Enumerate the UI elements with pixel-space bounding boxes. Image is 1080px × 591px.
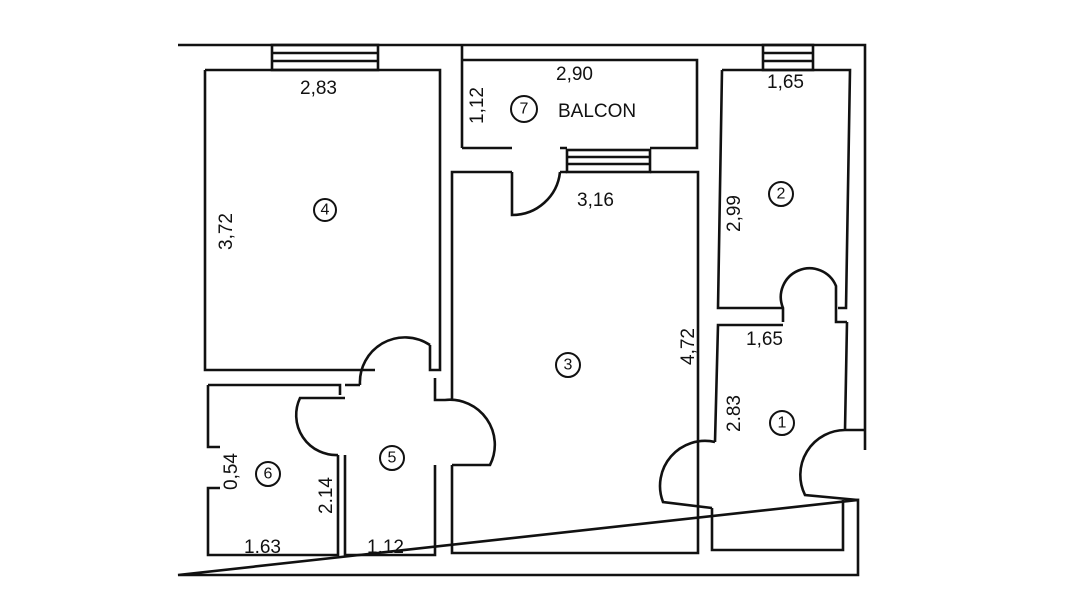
- balcony-number: 7: [520, 101, 529, 118]
- room-3-length: 4,72: [678, 328, 699, 365]
- room-3-marker: [555, 352, 581, 378]
- room-1-width: 1,65: [746, 329, 783, 350]
- room-1-walls: [710, 321, 849, 552]
- window-room-4: [270, 43, 380, 72]
- room-6-width: 1.63: [244, 537, 281, 558]
- room-2-length: 2,99: [724, 195, 745, 232]
- room-1-length: 2.83: [724, 395, 745, 432]
- room-5-width: 1.12: [367, 537, 404, 558]
- room-3-width: 3,16: [577, 190, 614, 211]
- window-room-2: [761, 43, 815, 72]
- room-4-length: 3,72: [216, 213, 237, 250]
- room-5-length: 2.14: [316, 477, 337, 514]
- room-6-marker: [255, 461, 281, 487]
- outer-wall: [177, 43, 867, 577]
- door-entrance[interactable]: [799, 428, 865, 502]
- room-1-number: 1: [778, 415, 787, 432]
- room-6-length: 0,54: [221, 453, 242, 490]
- room-4-marker: [313, 198, 337, 222]
- balcony-width: 2,90: [556, 64, 593, 85]
- balcony-label: BALCON: [558, 101, 636, 122]
- window-room-3: [565, 148, 652, 174]
- room-3-number: 3: [564, 357, 573, 374]
- room-4-number: 4: [321, 202, 330, 219]
- door-room-3[interactable]: [510, 171, 562, 217]
- door-room-2[interactable]: [779, 267, 847, 324]
- balcony-depth: 1,12: [467, 87, 488, 124]
- room-2-number: 2: [777, 186, 786, 203]
- room-2-marker: [768, 181, 794, 207]
- balcony-walls: [462, 58, 699, 150]
- door-room-1[interactable]: [658, 439, 716, 510]
- room-5-number: 5: [388, 450, 397, 467]
- room-6-number: 6: [264, 466, 273, 483]
- room-4-width: 2,83: [300, 78, 337, 99]
- room-6-walls: [206, 383, 342, 557]
- room-1-marker: [769, 410, 795, 436]
- balcony-marker: [510, 95, 538, 123]
- door-room-6[interactable]: [294, 396, 345, 457]
- room-2-width: 1,65: [767, 72, 804, 93]
- room-5-marker: [379, 445, 405, 471]
- room-5-walls: [343, 378, 497, 557]
- door-room-5[interactable]: [358, 336, 431, 386]
